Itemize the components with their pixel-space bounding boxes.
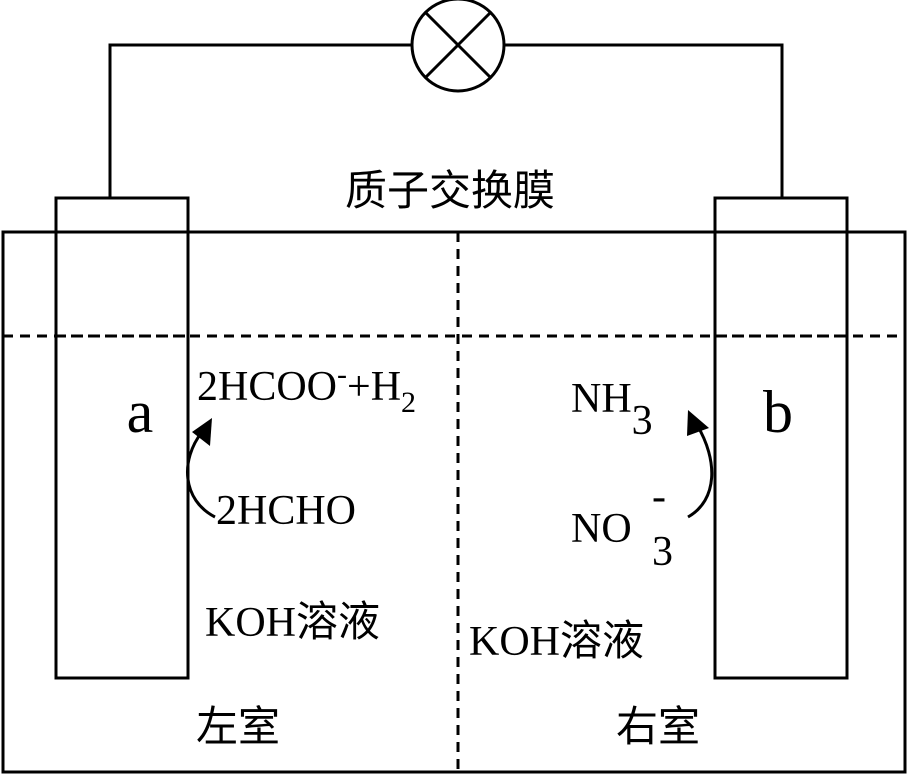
cell-container [1, 230, 907, 774]
electrode-b [713, 196, 849, 680]
circuit-wire [108, 43, 784, 198]
left-reactant: 2HCHO [216, 488, 356, 534]
left-product-plus: +H [347, 364, 401, 410]
left-solution-label: KOH溶液 [205, 599, 380, 646]
left-product-sub: 2 [401, 386, 416, 419]
right-room-label: 右室 [616, 702, 700, 751]
left-reaction-arrow [186, 418, 216, 519]
right-product-main: NH [571, 376, 632, 422]
left-product-main: 2HCOO [197, 364, 337, 410]
right-reaction-arrow [687, 410, 714, 519]
left-product-sup: - [337, 358, 347, 391]
right-reactant-sub: 3 [652, 529, 673, 575]
right-solution-label: KOH溶液 [469, 618, 644, 665]
lamp-icon [410, 0, 506, 93]
membrane-label: 质子交换膜 [345, 166, 555, 215]
right-product-formula: NH3 [571, 376, 653, 444]
electrode-a [54, 196, 190, 680]
right-product-sub: 3 [632, 398, 653, 444]
electrode-b-label: b [763, 379, 793, 445]
right-reactant-sup: - [652, 474, 666, 520]
right-reactant-formula: NO [571, 506, 632, 552]
right-reactant-main: NO [571, 506, 632, 552]
left-product-formula: 2HCOO-+H2 [197, 358, 416, 419]
left-room-label: 左室 [196, 702, 280, 751]
electrode-a-label: a [127, 379, 154, 445]
